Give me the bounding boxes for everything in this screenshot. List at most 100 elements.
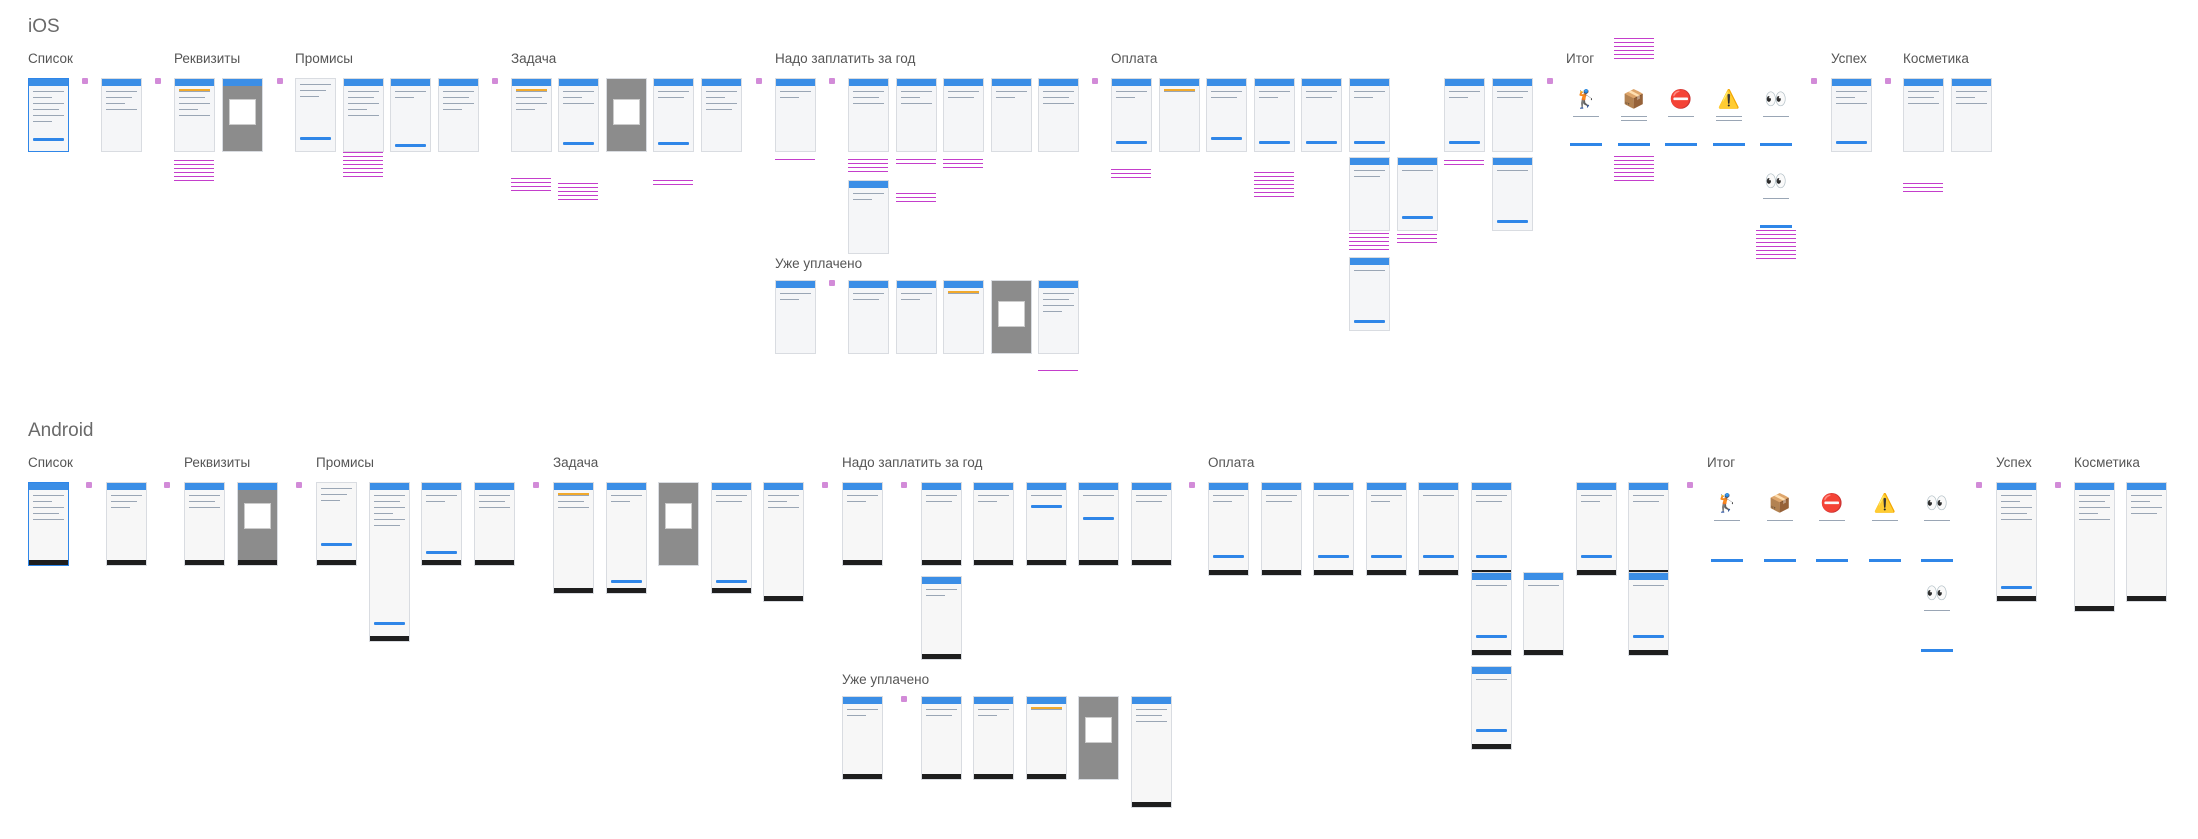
flow-marker [533, 482, 539, 488]
ios-screen-payment-3[interactable] [1206, 78, 1247, 152]
ios-screen-cosmetics[interactable] [1903, 78, 1944, 152]
android-screen-cosmetics-2[interactable] [2126, 482, 2167, 602]
android-screen-already-paid-3[interactable] [973, 696, 1014, 780]
ios-screen-requisites[interactable] [174, 78, 215, 152]
android-screen-task-2[interactable] [606, 482, 647, 594]
android-screen-payment-10[interactable] [1576, 482, 1617, 576]
ios-screen-already-paid-5[interactable] [1038, 280, 1079, 354]
android-screen-payment-2[interactable] [1261, 482, 1302, 576]
android-screen-payment-6[interactable] [1471, 482, 1512, 576]
android-screen-already-paid-2[interactable] [921, 696, 962, 780]
ios-screen-payment[interactable] [1111, 78, 1152, 152]
android-result-no-entry[interactable]: ⛔ [1812, 482, 1852, 566]
ios-result-eyes[interactable]: 👀 [1756, 78, 1796, 150]
android-screen-task-3[interactable] [711, 482, 752, 594]
ios-screen-pay-year-6[interactable] [1038, 78, 1079, 152]
ios-result-eyes-2[interactable]: 👀 [1756, 160, 1796, 232]
android-screen-list[interactable] [28, 482, 69, 566]
android-result-eyes-2[interactable]: 👀 [1917, 572, 1957, 656]
ios-result-golfer[interactable]: 🏌 [1566, 78, 1606, 150]
ios-screen-already-paid[interactable] [775, 280, 816, 354]
ios-result-no-entry[interactable]: ⛔ [1661, 78, 1701, 150]
android-screen-payment-3[interactable] [1313, 482, 1354, 576]
ios-screen-payment-8[interactable] [1397, 157, 1438, 231]
android-screen-pay-year-3[interactable] [973, 482, 1014, 566]
ios-screen-pay-year-3[interactable] [896, 78, 937, 152]
android-result-warning[interactable]: ⚠️ [1865, 482, 1905, 566]
ios-screen-payment-6[interactable] [1349, 78, 1390, 152]
android-screen-pay-year[interactable] [842, 482, 883, 566]
android-screen-promises-4[interactable] [474, 482, 515, 566]
ios-result-warning[interactable]: ⚠️ [1709, 78, 1749, 150]
android-screen-payment-5[interactable] [1418, 482, 1459, 576]
android-screen-already-paid-5[interactable] [1131, 696, 1172, 808]
ios-screen-already-paid-3[interactable] [896, 280, 937, 354]
ios-screen-promises-4[interactable] [438, 78, 479, 152]
android-screen-payment-7[interactable] [1471, 572, 1512, 656]
ios-screen-payment-9[interactable] [1349, 257, 1390, 331]
ios-screen-promises-2[interactable] [343, 78, 384, 152]
android-screen-already-paid[interactable] [842, 696, 883, 780]
ios-result-package[interactable]: 📦 [1614, 78, 1654, 150]
android-screen-payment-11[interactable] [1628, 482, 1669, 576]
ios-screen-pay-year-5[interactable] [991, 78, 1032, 152]
ios-screen-already-paid-2[interactable] [848, 280, 889, 354]
ios-screen-payment-5[interactable] [1301, 78, 1342, 152]
android-screen-payment-12[interactable] [1628, 572, 1669, 656]
ios-screen-task-3[interactable] [653, 78, 694, 152]
android-result-eyes[interactable]: 👀 [1917, 482, 1957, 566]
ios-screen-requisites-dialog[interactable] [222, 78, 263, 152]
android-screen-pay-year-4[interactable] [1026, 482, 1067, 566]
android-screen-promises[interactable] [316, 482, 357, 566]
ios-screen-task-dialog[interactable] [606, 78, 647, 152]
android-screen-payment[interactable] [1208, 482, 1249, 576]
ios-screen-task[interactable] [511, 78, 552, 152]
ios-screen-pay-year-7[interactable] [848, 180, 889, 254]
android-screen-requisites-dialog[interactable] [237, 482, 278, 566]
android-screen-task-dialog[interactable] [658, 482, 699, 566]
android-screen-requisites[interactable] [184, 482, 225, 566]
ios-screen-task-2[interactable] [558, 78, 599, 152]
ios-screen-already-paid-4[interactable] [943, 280, 984, 354]
ios-screen-payment-12[interactable] [1492, 157, 1533, 231]
android-screen-pay-year-2[interactable] [921, 482, 962, 566]
ios-screen-task-4[interactable] [701, 78, 742, 152]
android-screen-payment-9[interactable] [1471, 666, 1512, 750]
android-section-success: Успех [1996, 455, 2032, 470]
ios-screen-promises[interactable] [295, 78, 336, 152]
android-section-pay-year: Надо заплатить за год [842, 455, 983, 470]
android-screen-already-paid-dialog[interactable] [1078, 696, 1119, 780]
ios-screen-pay-year-4[interactable] [943, 78, 984, 152]
android-screen-pay-year-5[interactable] [1078, 482, 1119, 566]
android-screen-payment-4[interactable] [1366, 482, 1407, 576]
android-screen-cosmetics[interactable] [2074, 482, 2115, 612]
ios-screen-payment-11[interactable] [1492, 78, 1533, 152]
android-screen-pay-year-6[interactable] [1131, 482, 1172, 566]
ios-screen-payment-2[interactable] [1159, 78, 1200, 152]
ios-screen-payment-4[interactable] [1254, 78, 1295, 152]
eyes-icon: 👀 [1764, 171, 1788, 191]
android-screen-promises-3[interactable] [421, 482, 462, 566]
ios-screen-list[interactable] [28, 78, 69, 152]
ios-screen-already-paid-dialog[interactable] [991, 280, 1032, 354]
android-screen-payment-8[interactable] [1523, 572, 1564, 656]
flow-marker [296, 482, 302, 488]
android-screen-pay-year-7[interactable] [921, 576, 962, 660]
ios-screen-success[interactable] [1831, 78, 1872, 152]
ios-screen-payment-10[interactable] [1444, 78, 1485, 152]
ios-screen-promises-3[interactable] [390, 78, 431, 152]
ios-screen-pay-year[interactable] [775, 78, 816, 152]
android-screen-task[interactable] [553, 482, 594, 594]
android-screen-already-paid-4[interactable] [1026, 696, 1067, 780]
android-result-golfer[interactable]: 🏌 [1707, 482, 1747, 566]
android-screen-list-2[interactable] [106, 482, 147, 566]
ios-screen-payment-7[interactable] [1349, 157, 1390, 231]
android-screen-success[interactable] [1996, 482, 2037, 602]
android-screen-promises-2[interactable] [369, 482, 410, 642]
annotation-note [1614, 38, 1654, 62]
android-result-package[interactable]: 📦 [1760, 482, 1800, 566]
android-screen-task-4[interactable] [763, 482, 804, 602]
ios-screen-pay-year-2[interactable] [848, 78, 889, 152]
ios-screen-list-2[interactable] [101, 78, 142, 152]
ios-screen-cosmetics-2[interactable] [1951, 78, 1992, 152]
